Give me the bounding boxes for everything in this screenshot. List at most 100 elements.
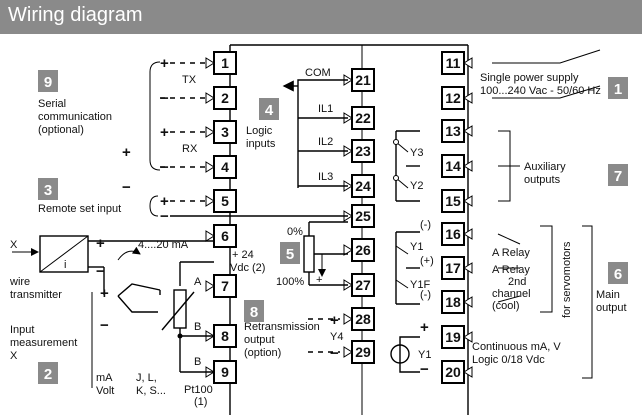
remote-set-label: Remote set input — [38, 203, 121, 215]
vdc-label-1: + 24 — [232, 249, 254, 261]
term-b1-label: B — [194, 321, 201, 333]
input-label-2: measurement — [10, 337, 77, 349]
svg-text:22: 22 — [355, 110, 371, 126]
aux-wiring: Y3 Y2 Auxiliary outputs — [393, 130, 566, 202]
serial-label-2: communication — [38, 111, 112, 123]
term-b2-label: B — [194, 356, 201, 368]
terminal-24: 24 — [343, 174, 375, 198]
pct100-label: 100% — [276, 276, 304, 288]
svg-text:+: + — [160, 55, 169, 72]
svg-text:+: + — [420, 319, 429, 336]
ma-range-label: 4....20 mA — [138, 239, 189, 251]
svg-text:+: + — [160, 124, 169, 141]
terminal-7: 7 — [205, 274, 237, 298]
continuous-output: + − Y1 Continuous mA, V Logic 0/18 Vdc — [390, 319, 561, 378]
servo-label: for servomotors — [561, 241, 573, 318]
term-a-label: A — [194, 276, 202, 288]
vdc-label-2: Vdc (2) — [230, 262, 265, 274]
retransmission: Retransmission output (option) + − Y4 — [244, 312, 343, 362]
serial-label-3: (optional) — [38, 124, 84, 136]
com-label: COM — [305, 67, 331, 79]
main-output-label-1: Main — [596, 289, 620, 301]
terminals: 1234567891112131415161718192021222324252… — [205, 51, 473, 384]
y4-label: Y4 — [330, 331, 343, 343]
logic-label-2: inputs — [246, 138, 276, 150]
x-label: X — [10, 239, 18, 251]
terminal-13: 13 — [441, 119, 473, 143]
terminal-4: 4 — [205, 155, 237, 179]
pt100-label-1: Pt100 — [184, 384, 213, 396]
a-relay2-label-2: 2nd — [508, 276, 526, 288]
power-wiring: Single power supply 100...240 Vac - 50/6… — [480, 49, 601, 99]
terminal-6: 6 — [205, 224, 237, 248]
retrans-label-1: Retransmission — [244, 321, 320, 333]
terminal-1: 1 — [205, 51, 237, 75]
svg-text:5: 5 — [286, 246, 294, 263]
svg-text:4: 4 — [221, 159, 229, 175]
badge-remote: 3 — [38, 178, 58, 200]
svg-text:23: 23 — [355, 143, 371, 159]
svg-text:12: 12 — [445, 90, 461, 106]
svg-text:+: + — [100, 285, 109, 302]
svg-text:11: 11 — [446, 55, 461, 71]
terminal-2: 2 — [205, 86, 237, 110]
diagram-title: Wiring diagram — [8, 4, 143, 26]
terminal-29: 29 — [343, 340, 375, 364]
retrans-label-2: output — [244, 334, 275, 346]
plus17-label: (+) — [420, 255, 434, 267]
svg-text:+: + — [160, 193, 169, 210]
terminal-5: 5 — [205, 189, 237, 213]
terminal-17: 17 — [441, 256, 473, 280]
svg-text:9: 9 — [221, 364, 229, 380]
svg-text:5: 5 — [221, 193, 229, 209]
terminal-3: 3 — [205, 120, 237, 144]
svg-text:7: 7 — [221, 278, 229, 294]
svg-text:9: 9 — [44, 74, 52, 91]
pct0-label: 0% — [287, 226, 303, 238]
terminal-16: 16 — [441, 222, 473, 246]
terminal-11: 11 — [441, 51, 473, 75]
terminal-20: 20 — [441, 360, 473, 384]
svg-text:19: 19 — [445, 329, 461, 345]
svg-text:−: − — [96, 263, 105, 280]
badge-pot: 5 — [280, 242, 300, 264]
svg-text:−: − — [122, 179, 131, 196]
relay-wiring: (-) (+) (-) Y1 Y1F A Relay A Relay 2nd c… — [395, 219, 627, 379]
ma-label: mA — [96, 372, 113, 384]
il3-label: IL3 — [318, 171, 333, 183]
badge-retrans: 8 — [244, 300, 264, 322]
retrans-label-3: (option) — [244, 347, 281, 359]
svg-text:8: 8 — [250, 304, 258, 321]
svg-text:2: 2 — [221, 90, 229, 106]
svg-text:−: − — [330, 345, 339, 362]
svg-text:−: − — [420, 361, 429, 378]
svg-text:16: 16 — [445, 226, 461, 242]
svg-text:7: 7 — [614, 168, 622, 185]
svg-text:17: 17 — [445, 260, 461, 276]
power-label-2: 100...240 Vac - 50/60 Hz — [480, 85, 601, 97]
a-relay2-label-1: A Relay — [492, 264, 530, 276]
rx-label: RX — [182, 143, 198, 155]
badge-input: 2 — [38, 362, 58, 384]
aux-label-1: Auxiliary — [524, 161, 566, 173]
main-output-label-2: output — [596, 302, 627, 314]
svg-text:25: 25 — [355, 208, 371, 224]
svg-text:8: 8 — [221, 328, 229, 344]
terminal-21: 21 — [343, 68, 375, 92]
svg-text:13: 13 — [445, 123, 461, 139]
svg-text:1: 1 — [614, 81, 622, 98]
svg-text:3: 3 — [44, 182, 52, 199]
svg-text:15: 15 — [445, 193, 461, 209]
aux-label-2: outputs — [524, 174, 561, 186]
badge-serial: 9 — [38, 70, 58, 92]
input-label-1: Input — [10, 324, 34, 336]
y1f-label: Y1F — [410, 279, 430, 291]
badge-main: 6 — [608, 262, 628, 284]
minus18-label: (-) — [420, 289, 431, 301]
wire-label-2: transmitter — [10, 289, 62, 301]
tc-label-2: K, S... — [136, 385, 166, 397]
a-relay-label: A Relay — [492, 247, 530, 259]
svg-text:2: 2 — [44, 366, 52, 383]
